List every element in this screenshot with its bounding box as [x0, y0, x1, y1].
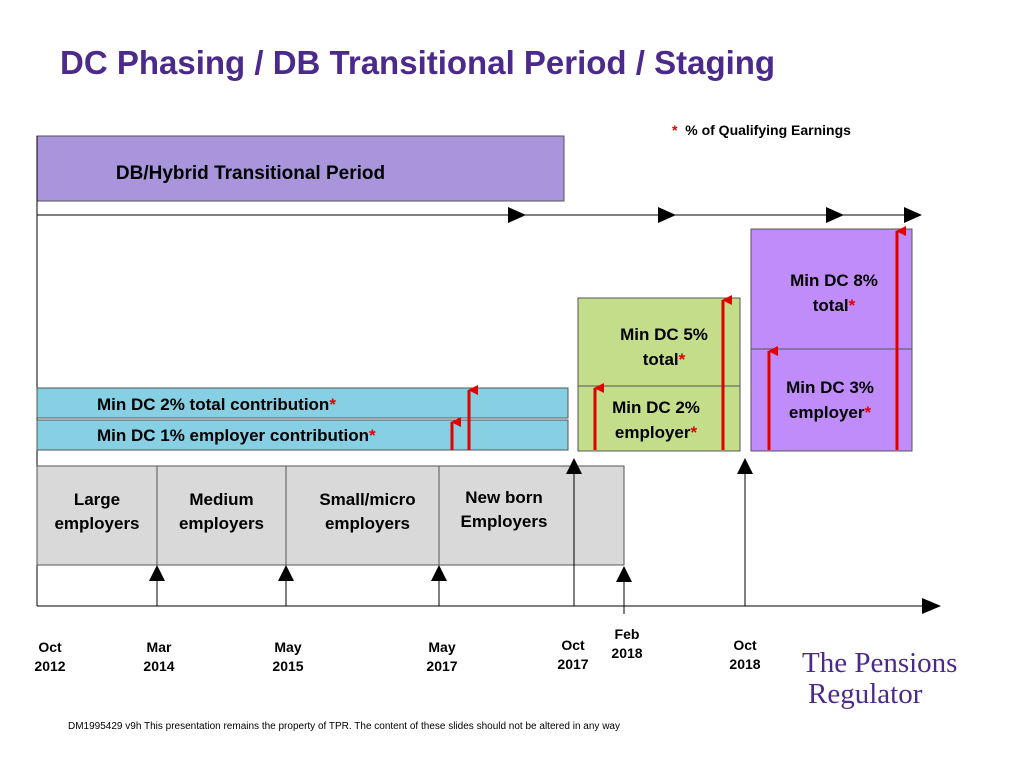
staging-small-line1: Small/micro: [319, 490, 416, 509]
dc3-employer-line2: employer: [788, 403, 865, 422]
date-mar-2014: Mar 2014: [129, 638, 189, 676]
dc3-employer-label: Min DC 3% employer*: [766, 375, 894, 425]
dc1-employer-text: Min DC 1% employer contribution: [97, 426, 370, 445]
db-period-label: DB/Hybrid Transitional Period: [115, 163, 386, 184]
dc1-employer-bar: [36, 419, 569, 451]
date-may-2015-year: 2015: [272, 658, 304, 674]
db-timeline-head-1: [508, 207, 526, 223]
dc5-total-line2: total: [642, 350, 679, 369]
date-oct-2012-year: 2012: [34, 658, 66, 674]
db-timeline-head-3: [826, 207, 844, 223]
staging-newborn: New born Employers: [439, 486, 569, 534]
dc2-employer-star: *: [690, 423, 698, 442]
date-mar-2014-month: Mar: [146, 639, 172, 655]
date-oct-2017-month: Oct: [561, 637, 585, 653]
db-period-box: [36, 135, 565, 202]
dc8-total-line2: total: [812, 296, 849, 315]
triangle-mar-2014: [149, 565, 165, 581]
staging-medium-line2: employers: [178, 514, 265, 533]
dc8-total-star: *: [848, 296, 856, 315]
triangle-oct-2017: [566, 458, 582, 474]
staging-small-line2: employers: [324, 514, 411, 533]
dc3-employer-line1: Min DC 3%: [786, 378, 874, 397]
staging-medium: Medium employers: [157, 488, 286, 536]
logo-line2: Regulator: [808, 678, 923, 710]
bottom-timeline-head: [922, 598, 941, 614]
dc2-employer-line2: employer: [614, 423, 691, 442]
date-mar-2014-year: 2014: [143, 658, 175, 674]
staging-newborn-line1: New born: [465, 488, 543, 507]
triangle-may-2015: [278, 565, 294, 581]
date-feb-2018-month: Feb: [614, 626, 640, 642]
date-oct-2012-month: Oct: [38, 639, 62, 655]
dc5-total-star: *: [678, 350, 686, 369]
dc2-total-bar: [36, 387, 569, 419]
date-feb-2018: Feb 2018: [597, 625, 657, 663]
dc2-total-label: Min DC 2% total contribution*: [97, 395, 336, 415]
dc8-total-label: Min DC 8% total*: [770, 268, 898, 318]
triangle-may-2017: [431, 565, 447, 581]
dc3-employer-star: *: [864, 403, 872, 422]
logo-line1: The Pensions: [802, 647, 958, 679]
dc2-employer-label: Min DC 2% employer*: [592, 395, 720, 445]
db-timeline-head-4: [904, 207, 922, 223]
page-title: DC Phasing / DB Transitional Period / St…: [60, 44, 776, 81]
dc2-employer-line2-wrap: employer*: [592, 420, 720, 445]
date-oct-2018-year: 2018: [729, 656, 761, 672]
legend: * % of Qualifying Earnings: [672, 122, 851, 138]
date-oct-2017: Oct 2017: [543, 636, 603, 674]
date-may-2017: May 2017: [412, 638, 472, 676]
triangle-oct-2018: [737, 458, 753, 474]
staging-large-line1: Large: [73, 490, 121, 509]
staging-medium-line1: Medium: [189, 490, 254, 509]
dc2-total-text: Min DC 2% total contribution: [97, 395, 330, 414]
phase-2017-box: [577, 297, 741, 452]
date-oct-2018: Oct 2018: [715, 636, 775, 674]
tpr-logo: The Pensions Regulator: [802, 648, 957, 710]
dc5-total-line2-wrap: total*: [600, 347, 728, 372]
dc2-employer-line1: Min DC 2%: [612, 398, 700, 417]
staging-small: Small/micro employers: [296, 488, 439, 536]
date-may-2017-year: 2017: [426, 658, 458, 674]
dc8-total-line1: Min DC 8%: [790, 271, 878, 290]
staging-large-line2: employers: [54, 514, 140, 533]
dc5-total-label: Min DC 5% total*: [600, 322, 728, 372]
db-timeline-head-2: [658, 207, 676, 223]
legend-text: % of Qualifying Earnings: [685, 122, 851, 138]
date-oct-2017-year: 2017: [557, 656, 589, 672]
footer-note: DM1995429 v9h This presentation remains …: [68, 721, 620, 732]
date-feb-2018-year: 2018: [611, 645, 643, 661]
dc1-employer-star: *: [369, 426, 376, 445]
dc8-total-line2-wrap: total*: [770, 293, 898, 318]
staging-newborn-line2: Employers: [460, 512, 548, 531]
date-oct-2012: Oct 2012: [20, 638, 80, 676]
staging-box: [36, 465, 625, 566]
dc3-employer-line2-wrap: employer*: [766, 400, 894, 425]
triangle-feb-2018: [616, 566, 632, 582]
dc5-total-line1: Min DC 5%: [620, 325, 708, 344]
legend-star: *: [672, 122, 678, 138]
date-oct-2018-month: Oct: [733, 637, 757, 653]
dc1-employer-label: Min DC 1% employer contribution*: [97, 426, 376, 446]
date-may-2015: May 2015: [258, 638, 318, 676]
date-may-2015-month: May: [274, 639, 302, 655]
dc2-total-star: *: [329, 395, 336, 414]
phase-2018-box: [750, 228, 913, 452]
staging-large: Large employers: [37, 488, 157, 536]
date-may-2017-month: May: [428, 639, 456, 655]
